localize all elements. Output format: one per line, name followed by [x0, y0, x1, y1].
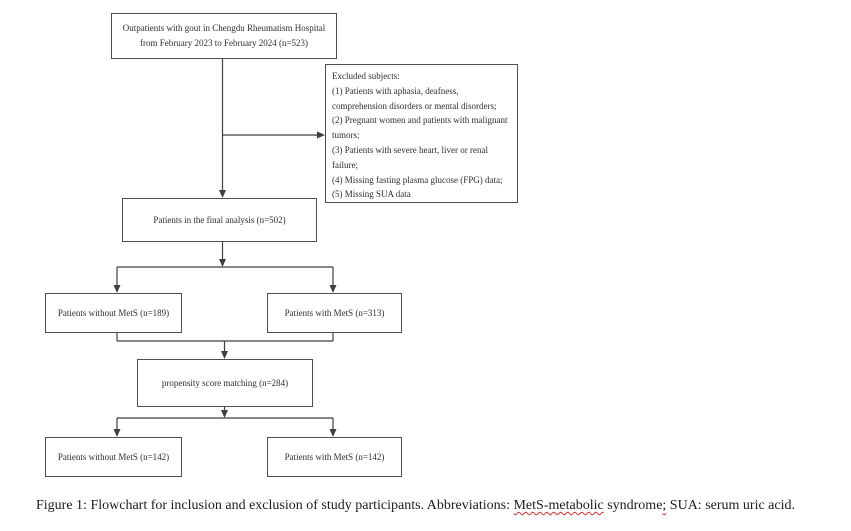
flow-box-propensity-score-matching: propensity score matching (n=284)	[137, 359, 313, 407]
figure-caption: Figure 1: Flowchart for inclusion and ex…	[36, 496, 795, 515]
caption-part2: syndrome	[603, 498, 663, 513]
caption-misspelled-term: MetS-metabolic	[513, 498, 604, 513]
flow-box-final-analysis: Patients in the final analysis (n=502)	[122, 198, 317, 242]
flow-box-without-mets: Patients without MetS (n=189)	[45, 293, 182, 333]
flow-box-propensity-score-matching-label: propensity score matching (n=284)	[161, 377, 289, 388]
connector-source-to-final	[219, 59, 226, 198]
connector-final-to-split	[113, 242, 337, 293]
flow-box-source: Outpatients with gout in Chengdu Rheumat…	[111, 13, 337, 59]
flow-box-final-analysis-label: Patients in the final analysis (n=502)	[153, 214, 286, 225]
flow-box-with-mets-matched: Patients with MetS (n=142)	[267, 437, 402, 477]
flow-box-excluded: Excluded subjects: (1) Patients with aph…	[325, 64, 518, 203]
caption-semicolon: ;	[662, 498, 667, 513]
connector-merge-to-psm	[116, 333, 334, 359]
flow-box-source-label: Outpatients with gout in Chengdu Rheumat…	[122, 23, 326, 48]
flow-box-with-mets: Patients with MetS (n=313)	[267, 293, 402, 333]
caption-part1: Figure 1: Flowchart for inclusion and ex…	[36, 498, 514, 513]
connector-psm-to-split	[113, 407, 337, 437]
flow-box-without-mets-label: Patients without MetS (n=189)	[57, 307, 170, 318]
connector-source-to-excluded	[222, 131, 325, 139]
flow-box-without-mets-matched: Patients without MetS (n=142)	[45, 437, 182, 477]
flow-box-with-mets-matched-label: Patients with MetS (n=142)	[284, 451, 385, 462]
flow-box-excluded-label: Excluded subjects: (1) Patients with aph…	[332, 71, 508, 200]
caption-part3: SUA: serum uric acid.	[666, 498, 795, 513]
flow-box-without-mets-matched-label: Patients without MetS (n=142)	[57, 451, 170, 462]
flow-box-with-mets-label: Patients with MetS (n=313)	[284, 307, 385, 318]
